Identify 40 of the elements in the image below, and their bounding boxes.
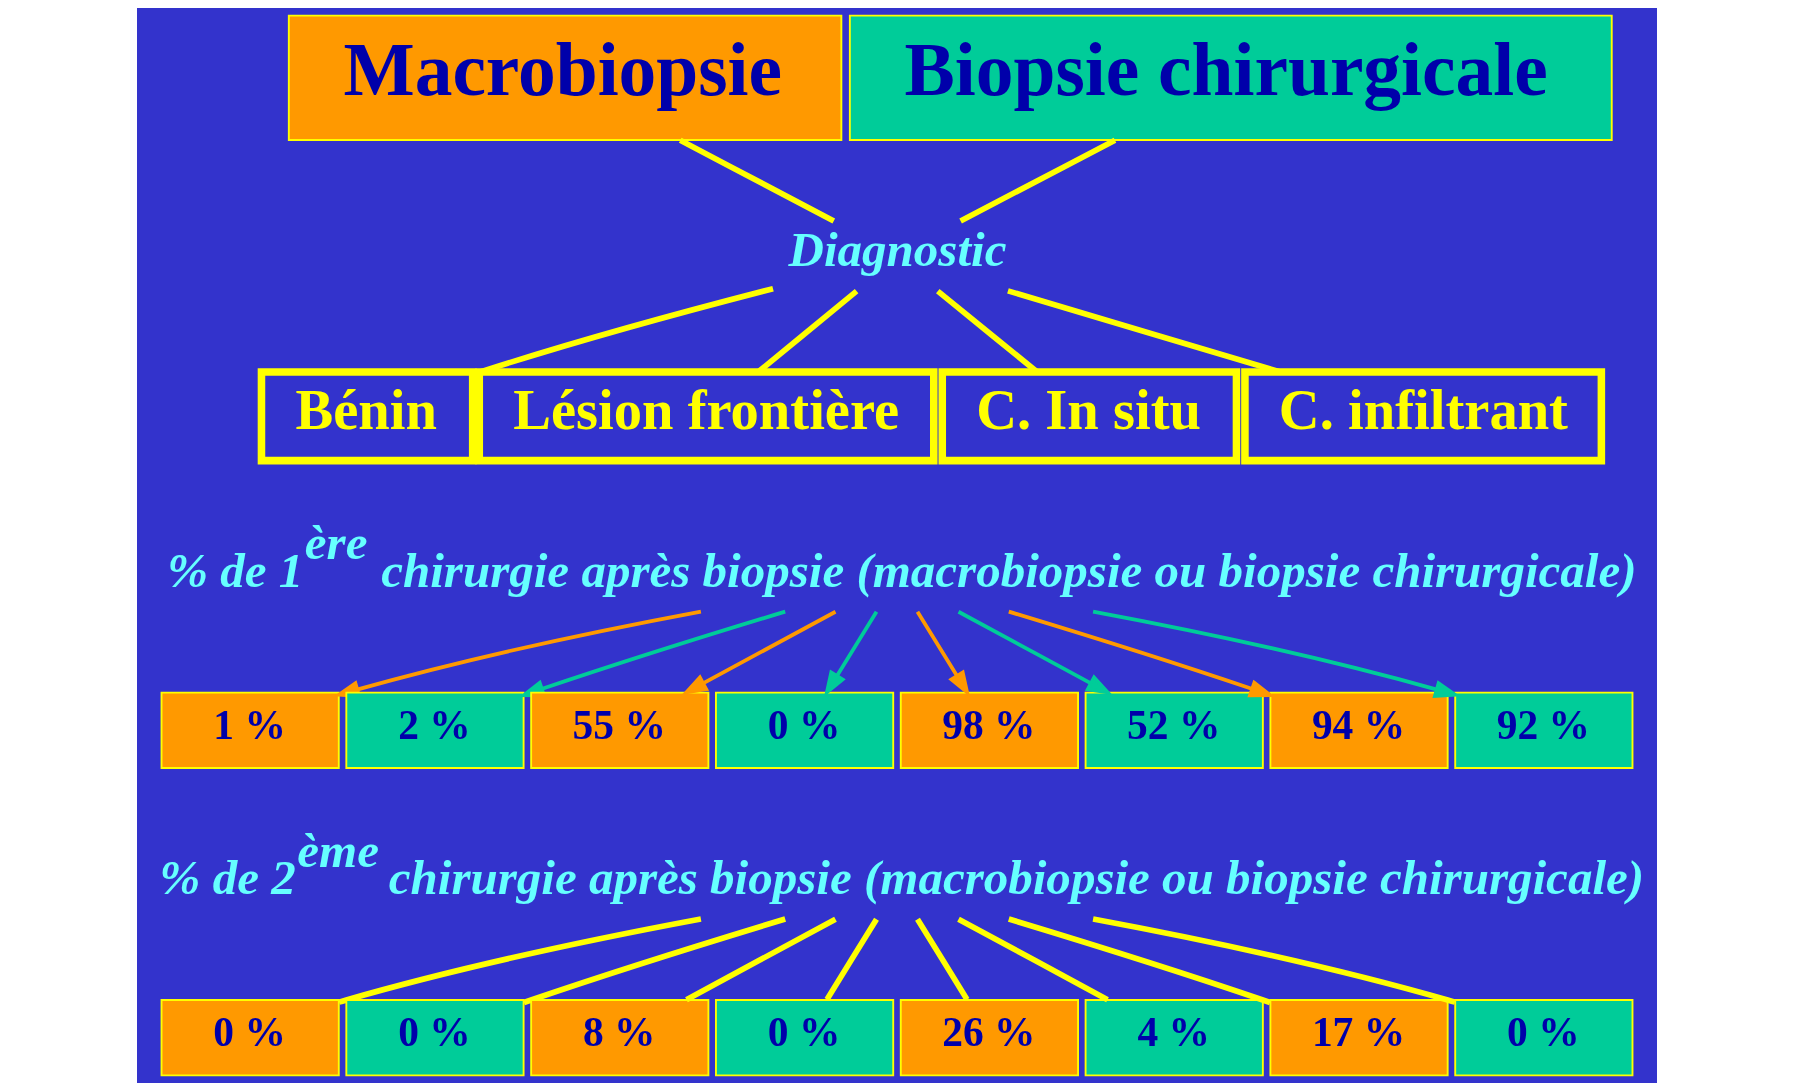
arrow <box>823 610 878 697</box>
connector <box>678 137 835 224</box>
connector <box>337 916 701 1005</box>
node-box: 55 % <box>529 691 709 769</box>
connector <box>956 916 1109 1003</box>
arrow <box>680 610 836 696</box>
node-box: 52 % <box>1084 691 1264 769</box>
node-box: 26 % <box>899 999 1079 1077</box>
node-box: 0 % <box>344 999 525 1077</box>
arrow <box>957 610 1113 696</box>
node-box: 0 % <box>1453 999 1633 1077</box>
node-box: Bénin <box>257 368 476 465</box>
arrow <box>1007 609 1275 698</box>
node-text: Diagnostic <box>788 222 1006 278</box>
connector <box>522 916 786 1006</box>
node-box: Lésion frontière <box>475 368 938 465</box>
node-box: C. In situ <box>938 368 1240 465</box>
node-box: 98 % <box>899 691 1079 769</box>
node-box: 94 % <box>1268 691 1449 769</box>
node-box: 4 % <box>1084 999 1264 1077</box>
node-box: Macrobiopsie <box>287 14 842 141</box>
node-box: 0 % <box>714 691 894 769</box>
node-box: 8 % <box>529 999 709 1077</box>
connector <box>914 917 969 1001</box>
node-box: 92 % <box>1453 691 1633 769</box>
arrow <box>1092 609 1460 698</box>
node-box: C. infiltrant <box>1240 368 1605 465</box>
connector <box>824 917 879 1001</box>
connector <box>1007 916 1271 1006</box>
connector <box>958 137 1116 224</box>
connector <box>1006 288 1281 375</box>
connector <box>1092 916 1456 1005</box>
node-box: 0 % <box>160 999 340 1077</box>
connector <box>684 916 837 1003</box>
arrow <box>915 610 970 697</box>
node-box: 17 % <box>1268 999 1449 1077</box>
node-box: Biopsie chirurgicale <box>848 14 1613 141</box>
node-box: 1 % <box>160 691 340 769</box>
node-box: 0 % <box>714 999 894 1077</box>
node-box: 2 % <box>344 691 525 769</box>
